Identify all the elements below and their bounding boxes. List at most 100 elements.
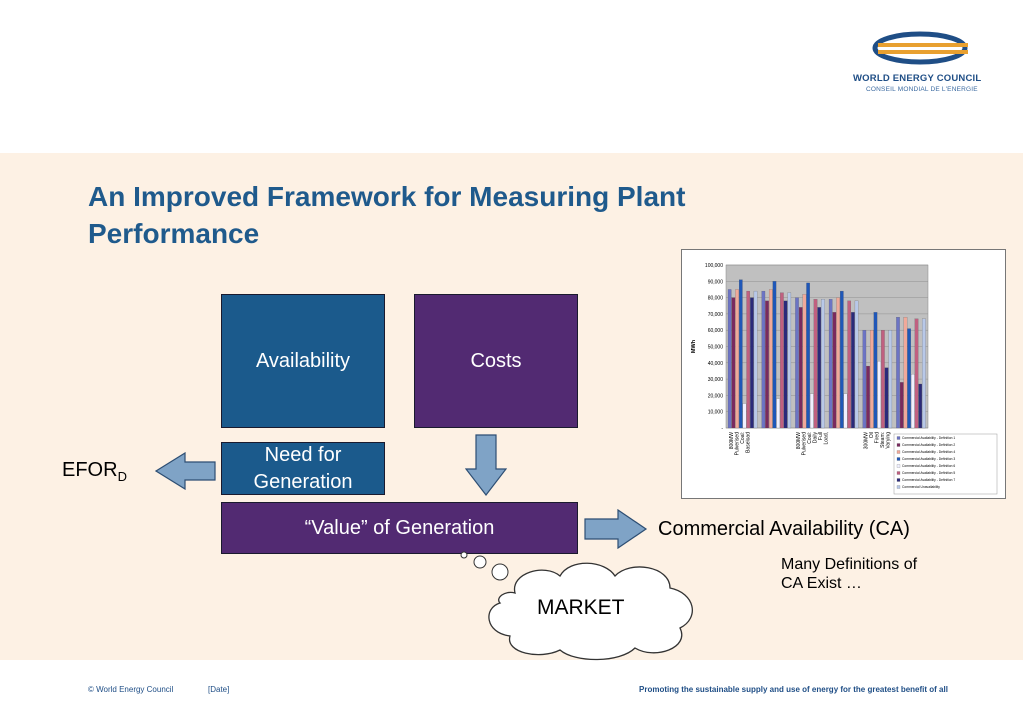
bar <box>783 300 788 429</box>
y-tick-label: 70,000 <box>708 312 724 318</box>
definitions-note-line2: CA Exist … <box>781 575 862 592</box>
bar <box>884 367 889 429</box>
bar <box>851 312 855 429</box>
y-tick-label: 10,000 <box>708 410 724 416</box>
bar <box>899 382 904 429</box>
y-tick-label: 30,000 <box>708 377 724 383</box>
y-tick-label: 60,000 <box>708 328 724 334</box>
bar <box>918 383 923 429</box>
legend-swatch <box>896 478 901 482</box>
need-for-generation-box: Need for Generation <box>221 442 385 495</box>
bar <box>873 312 878 429</box>
definitions-note: Many Definitions of CA Exist … <box>781 555 917 593</box>
bar <box>869 330 874 429</box>
bar <box>731 297 736 429</box>
definitions-note-line1: Many Definitions of <box>781 556 918 573</box>
x-tick-label: Steam: <box>880 432 886 448</box>
x-tick-label: Coal: <box>807 432 813 444</box>
footer-tagline: Promoting the sustainable supply and use… <box>639 685 948 694</box>
x-tick-label: 800MW <box>796 432 802 450</box>
y-tick-label: - <box>721 426 723 432</box>
bar <box>810 393 814 429</box>
bar <box>888 330 893 429</box>
footer-copyright: © World Energy Council <box>88 685 174 694</box>
footer-date: [Date] <box>208 685 230 694</box>
logo-text-english: WORLD ENERGY COUNCIL <box>853 73 982 84</box>
y-tick-label: 20,000 <box>708 393 724 399</box>
bar <box>765 300 769 429</box>
bar <box>881 330 885 429</box>
x-tick-label: 300MW <box>864 432 870 450</box>
legend-swatch <box>896 457 901 461</box>
y-axis-label: MWh <box>691 339 697 353</box>
bar <box>739 279 743 429</box>
y-tick-label: 90,000 <box>708 279 724 285</box>
market-label: MARKET <box>537 596 625 619</box>
legend-label: Commercial Availability - Definition 4 <box>902 450 955 454</box>
x-tick-label: Full <box>818 432 824 440</box>
x-tick-label: Baseload <box>745 432 751 453</box>
y-tick-label: 80,000 <box>708 296 724 302</box>
world-energy-council-logo <box>872 31 968 65</box>
x-tick-label: Pulverised <box>802 432 808 456</box>
bar <box>862 330 867 429</box>
legend <box>893 433 998 495</box>
legend-label: Commercial Availability - Definition 7 <box>902 478 955 482</box>
x-tick-label: Load, <box>824 432 830 445</box>
bar <box>866 365 870 429</box>
legend-label: Commercial Availability - Definition 6 <box>902 464 955 468</box>
bar <box>795 297 799 429</box>
bar <box>735 289 739 429</box>
bar <box>742 403 747 429</box>
bar <box>817 307 822 429</box>
commercial-availability-label: Commercial Availability (CA) <box>658 518 910 540</box>
x-tick-label: Pulverised <box>734 432 740 456</box>
bar <box>828 299 833 429</box>
bar <box>776 398 780 429</box>
bar <box>761 290 766 429</box>
legend-label: Commercial Availability - Definition 3 <box>902 457 955 461</box>
bar <box>877 361 881 429</box>
bar <box>798 307 803 429</box>
legend-label: Commercial Availability - Definition 1 <box>902 436 955 440</box>
bar <box>911 374 915 429</box>
legend-swatch <box>896 471 901 475</box>
bar <box>750 297 754 429</box>
slide-title: An Improved Framework for Measuring Plan… <box>88 181 686 249</box>
need-for-generation-label: Need for Generation <box>253 443 353 493</box>
x-tick-label: 800MW <box>729 432 735 450</box>
bar <box>768 289 773 429</box>
legend-swatch <box>896 436 901 440</box>
bar <box>821 299 825 429</box>
legend-label: Commercial Unavailability <box>902 485 940 489</box>
bar <box>772 281 777 429</box>
value-of-generation-label: “Value” of Generation <box>304 516 495 539</box>
market-cloud <box>460 551 693 661</box>
costs-label: Costs <box>470 349 522 372</box>
bar <box>840 290 844 429</box>
value-of-generation-box: “Value” of Generation <box>221 502 578 554</box>
bar <box>802 294 807 429</box>
efor-main: EFOR <box>62 459 118 481</box>
bar <box>746 290 750 429</box>
x-tick-label: Oil <box>869 432 875 438</box>
efor-label: EFORD <box>62 459 127 484</box>
bar <box>836 297 840 429</box>
y-tick-label: 40,000 <box>708 361 724 367</box>
bar <box>854 300 859 429</box>
legend-swatch <box>896 464 901 468</box>
availability-box: Availability <box>221 294 385 428</box>
legend-swatch <box>896 485 901 489</box>
legend-swatch <box>896 450 901 454</box>
left-arrow-icon <box>155 452 216 490</box>
commercial-availability-chart: - 10,000 20,000 30,000 40,000 50,000 60,000 70,… <box>691 263 998 495</box>
x-tick-label: Coal: <box>740 432 746 444</box>
chart-frame: - 10,000 20,000 30,000 40,000 50,000 60,000 70,… <box>681 249 1006 499</box>
y-tick-label: 100,000 <box>705 263 723 269</box>
bar <box>727 289 732 429</box>
y-tick-label: 50,000 <box>708 345 724 351</box>
bar <box>914 318 919 429</box>
bar <box>922 318 926 429</box>
down-arrow-icon <box>465 434 507 496</box>
legend-label: Commercial Availability - Definition 5 <box>902 471 955 475</box>
